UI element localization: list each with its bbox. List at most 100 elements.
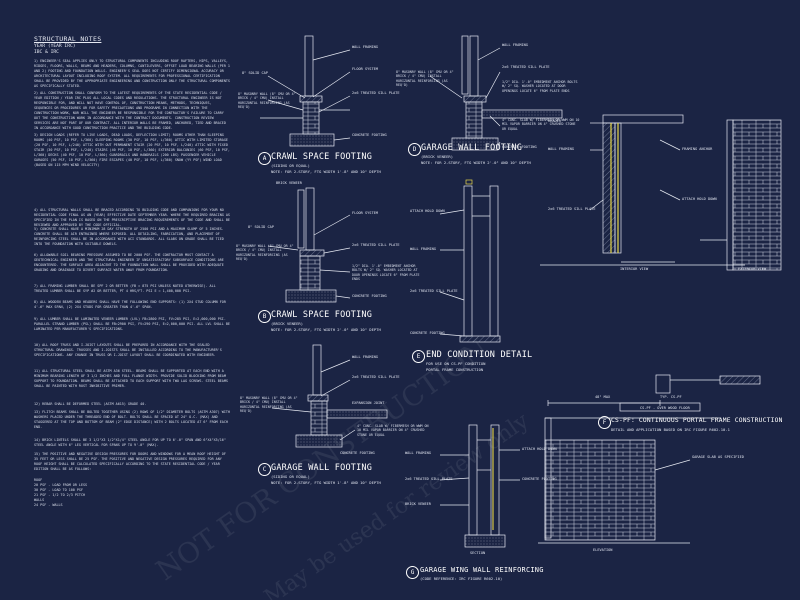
b-anchor: 1/2" DIA. 1'-0" EMBEDMENT ANCHOR BOLTS W… — [352, 264, 420, 282]
g-garage-slab: GARAGE SLAB AS SPECIFIED — [692, 455, 744, 459]
note-4: 4) ALL STRUCTURAL WALLS SHALL BE BRACED … — [34, 208, 230, 227]
detail-e-title: END CONDITION DETAIL — [426, 350, 533, 360]
a-masonry: 8" MASONRY WALL (8" CMU OR 4" BRICK / 4"… — [238, 92, 296, 110]
note-7: 7) ALL FRAMING LUMBER SHALL BE SPF 2 OR … — [34, 284, 216, 293]
a-sill: 2x6 TREATED SILL PLATE — [352, 91, 400, 95]
a-solid-cap: 8" SOLID CAP — [242, 71, 268, 75]
detail-d-sub1: (BRICK VENEER) — [421, 154, 454, 159]
b-floor-system: FLOOR SYSTEM — [352, 211, 378, 215]
b-brick-veneer: BRICK VENEER — [276, 181, 302, 185]
b-footing: CONCRETE FOOTING — [352, 294, 387, 298]
detail-g-title: GARAGE WING WALL REINFORCING — [420, 566, 544, 574]
detail-b-marker: B — [258, 310, 271, 323]
c-expansion: EXPANSION JOINT — [352, 401, 385, 405]
a-wall-framing: WALL FRAMING — [352, 45, 378, 49]
notes-title: STRUCTURAL NOTES — [34, 35, 102, 43]
c-slab: 4" CONC. SLAB W/ FIBERMESH OR WWM ON 10 … — [357, 424, 429, 437]
b-solid-cap: 8" SOLID CAP — [248, 225, 274, 229]
note-15: 15) THE POSITIVE AND NEGATIVE DESIGN PRE… — [34, 452, 226, 471]
g-section: SECTION — [470, 551, 486, 555]
d-masonry: 8" MASONRY WALL (8" CMU OR 4" BRICK / 4"… — [396, 70, 454, 88]
note-11: 11) ALL STRUCTURAL STEEL SHALL BE ASTM A… — [34, 369, 228, 388]
b-masonry: 8" MASONRY WALL (8" CMU OR 4" BRICK / 4"… — [236, 244, 294, 262]
d-sill: 2x6 TREATED SILL PLATE — [502, 65, 550, 69]
e-footing: CONCRETE FOOTING — [410, 331, 445, 335]
g-wall-framing: WALL FRAMING — [405, 451, 431, 455]
a-floor-system: FLOOR SYSTEM — [352, 67, 378, 71]
detail-e-sub1: FOR USE ON CS-PF CONDITION — [426, 361, 486, 366]
g-elevation: ELEVATION — [593, 548, 613, 552]
f-sill: 2x6 TREATED SILL PLATE — [548, 207, 596, 211]
note-8: 8) ALL WOODEN BEAMS AND HEADERS SHALL HA… — [34, 300, 226, 309]
c-sill: 2x6 TREATED SILL PLATE — [352, 375, 400, 379]
f-header: HEADER — [548, 119, 561, 123]
detail-g-sub1: (CODE REFERENCE: IRC FIGURE R602.10) — [420, 576, 503, 581]
e-hold-down: ATTACH HOLD DOWN — [410, 209, 445, 213]
f-exterior-view: EXTERIOR VIEW — [738, 267, 767, 271]
d-anchor: 1/2" DIA. 1'-0" EMBEDMENT ANCHOR BOLTS W… — [502, 80, 578, 93]
g-sill: 2x6 TREATED SILL PLATE — [405, 477, 453, 481]
detail-c-drawing — [271, 344, 388, 448]
detail-d-drawing — [429, 35, 563, 151]
c-wall-framing: WALL FRAMING — [352, 355, 378, 359]
g-footing: CONCRETE FOOTING — [522, 477, 557, 481]
notes-subtitle: YEAR (YEAR IRC) — [34, 44, 76, 49]
detail-g-drawing — [439, 400, 720, 548]
detail-f-title: CS-PF: CONTINUOUS PORTAL FRAME CONSTRUCT… — [611, 417, 783, 424]
detail-e-drawing — [439, 179, 501, 343]
notes-subtitle-code: IBC & IRC — [34, 50, 59, 55]
detail-c-marker: C — [258, 463, 271, 476]
note-10: 10) ALL ROOF TRUSS AND I-JOIST LAYOUTS S… — [34, 343, 222, 357]
d-wall-framing: WALL FRAMING — [502, 43, 528, 47]
detail-c-sub2: NOTE: FOR 2-STORY, FTG WIDTH 1'-8" AND 1… — [271, 480, 381, 485]
f-wall-framing: WALL FRAMING — [548, 147, 574, 151]
a-footing: CONCRETE FOOTING — [352, 133, 387, 137]
note-3: 3) DESIGN LOADS (REFER TO LIVE LOADS, DE… — [34, 133, 230, 167]
detail-b-sub1: (BRICK VENEER) — [271, 321, 304, 326]
detail-a-sub1: (SIDING OR EQUAL) — [271, 163, 310, 168]
f-typ: TYP. CS-PF — [660, 395, 682, 399]
detail-a-drawing — [260, 35, 351, 147]
f-over-wood-floor: CS-PF - OVER WOOD FLOOR — [640, 406, 690, 410]
detail-c-sub1: (SIDING OR EQUAL) — [271, 474, 310, 479]
detail-c-title: GARAGE WALL FOOTING — [271, 463, 373, 473]
b-sill: 2x6 TREATED SILL PLATE — [352, 243, 400, 247]
c-masonry: 8" MASONRY WALL (8" CMU OR 4" BRICK / 4"… — [240, 396, 298, 414]
detail-b-drawing — [267, 187, 351, 303]
detail-d-sub2: NOTE: FOR 2-STORY, FTG WIDTH 2'-0" AND 1… — [421, 160, 531, 165]
note-12: 12) REBAR SHALL BE DEFORMED STEEL (ASTM … — [34, 402, 147, 406]
note-9: 9) ALL LUMBER SHALL BE LAMINATED VENEER … — [34, 317, 230, 331]
c-footing: CONCRETE FOOTING — [340, 451, 375, 455]
g-dimension: 48" MAX — [595, 395, 611, 399]
detail-a-sub2: NOTE: FOR 2-STORY, FTG WIDTH 1'-8" AND 1… — [271, 169, 381, 174]
f-anchor: FRAMING ANCHOR — [682, 147, 713, 151]
note-1: 1) ENGINEER'S SEAL APPLIES ONLY TO STRUC… — [34, 59, 230, 88]
detail-f-accent — [610, 123, 619, 253]
note-6: 6) ALLOWABLE SOIL BEARING PRESSURE ASSUM… — [34, 253, 224, 272]
detail-d-title: GARAGE WALL FOOTING — [421, 143, 523, 153]
d-footing: CONCRETE FOOTING — [502, 145, 537, 149]
e-sill: 2x6 TREATED SILL PLATE — [410, 289, 458, 293]
detail-b-sub2: NOTE: FOR 2-STORY, FTG WIDTH 2'-0" AND 1… — [271, 327, 381, 332]
detail-e-marker: E — [412, 350, 425, 363]
note-13: 13) FLITCH BEAMS SHALL BE BOLTED TOGETHE… — [34, 410, 230, 429]
d-slab: 4" CONC. SLAB W/ FIBERMESH OR WWM ON 10 … — [502, 118, 580, 131]
note-2: 2) ALL CONSTRUCTION SHALL CONFORM TO THE… — [34, 91, 226, 130]
detail-f-drawing — [540, 114, 782, 412]
detail-e-sub2: PORTAL FRAME CONSTRUCTION — [426, 367, 484, 372]
detail-f-marker: F — [598, 416, 611, 429]
note-5: 5) CONCRETE SHALL HAVE A MINIMUM 28 DAY … — [34, 227, 224, 246]
detail-a-title: CRAWL SPACE FOOTING — [271, 152, 373, 162]
note-14: 14) BRICK LINTELS SHALL BE 3 1/2"X3 1/2"… — [34, 438, 226, 447]
detail-g-marker: G — [406, 566, 419, 579]
detail-f-sub1: DETAIL AND APPLICATION BASED ON IRC FIGU… — [611, 427, 730, 432]
detail-a-marker: A — [258, 152, 271, 165]
e-wall-framing: WALL FRAMING — [410, 247, 436, 251]
f-hold-down: ATTACH HOLD DOWN — [682, 197, 717, 201]
detail-b-title: CRAWL SPACE FOOTING — [271, 310, 373, 320]
g-anchor: ATTACH HOLD DOWN — [522, 447, 557, 451]
f-interior-view: INTERIOR VIEW — [620, 267, 649, 271]
